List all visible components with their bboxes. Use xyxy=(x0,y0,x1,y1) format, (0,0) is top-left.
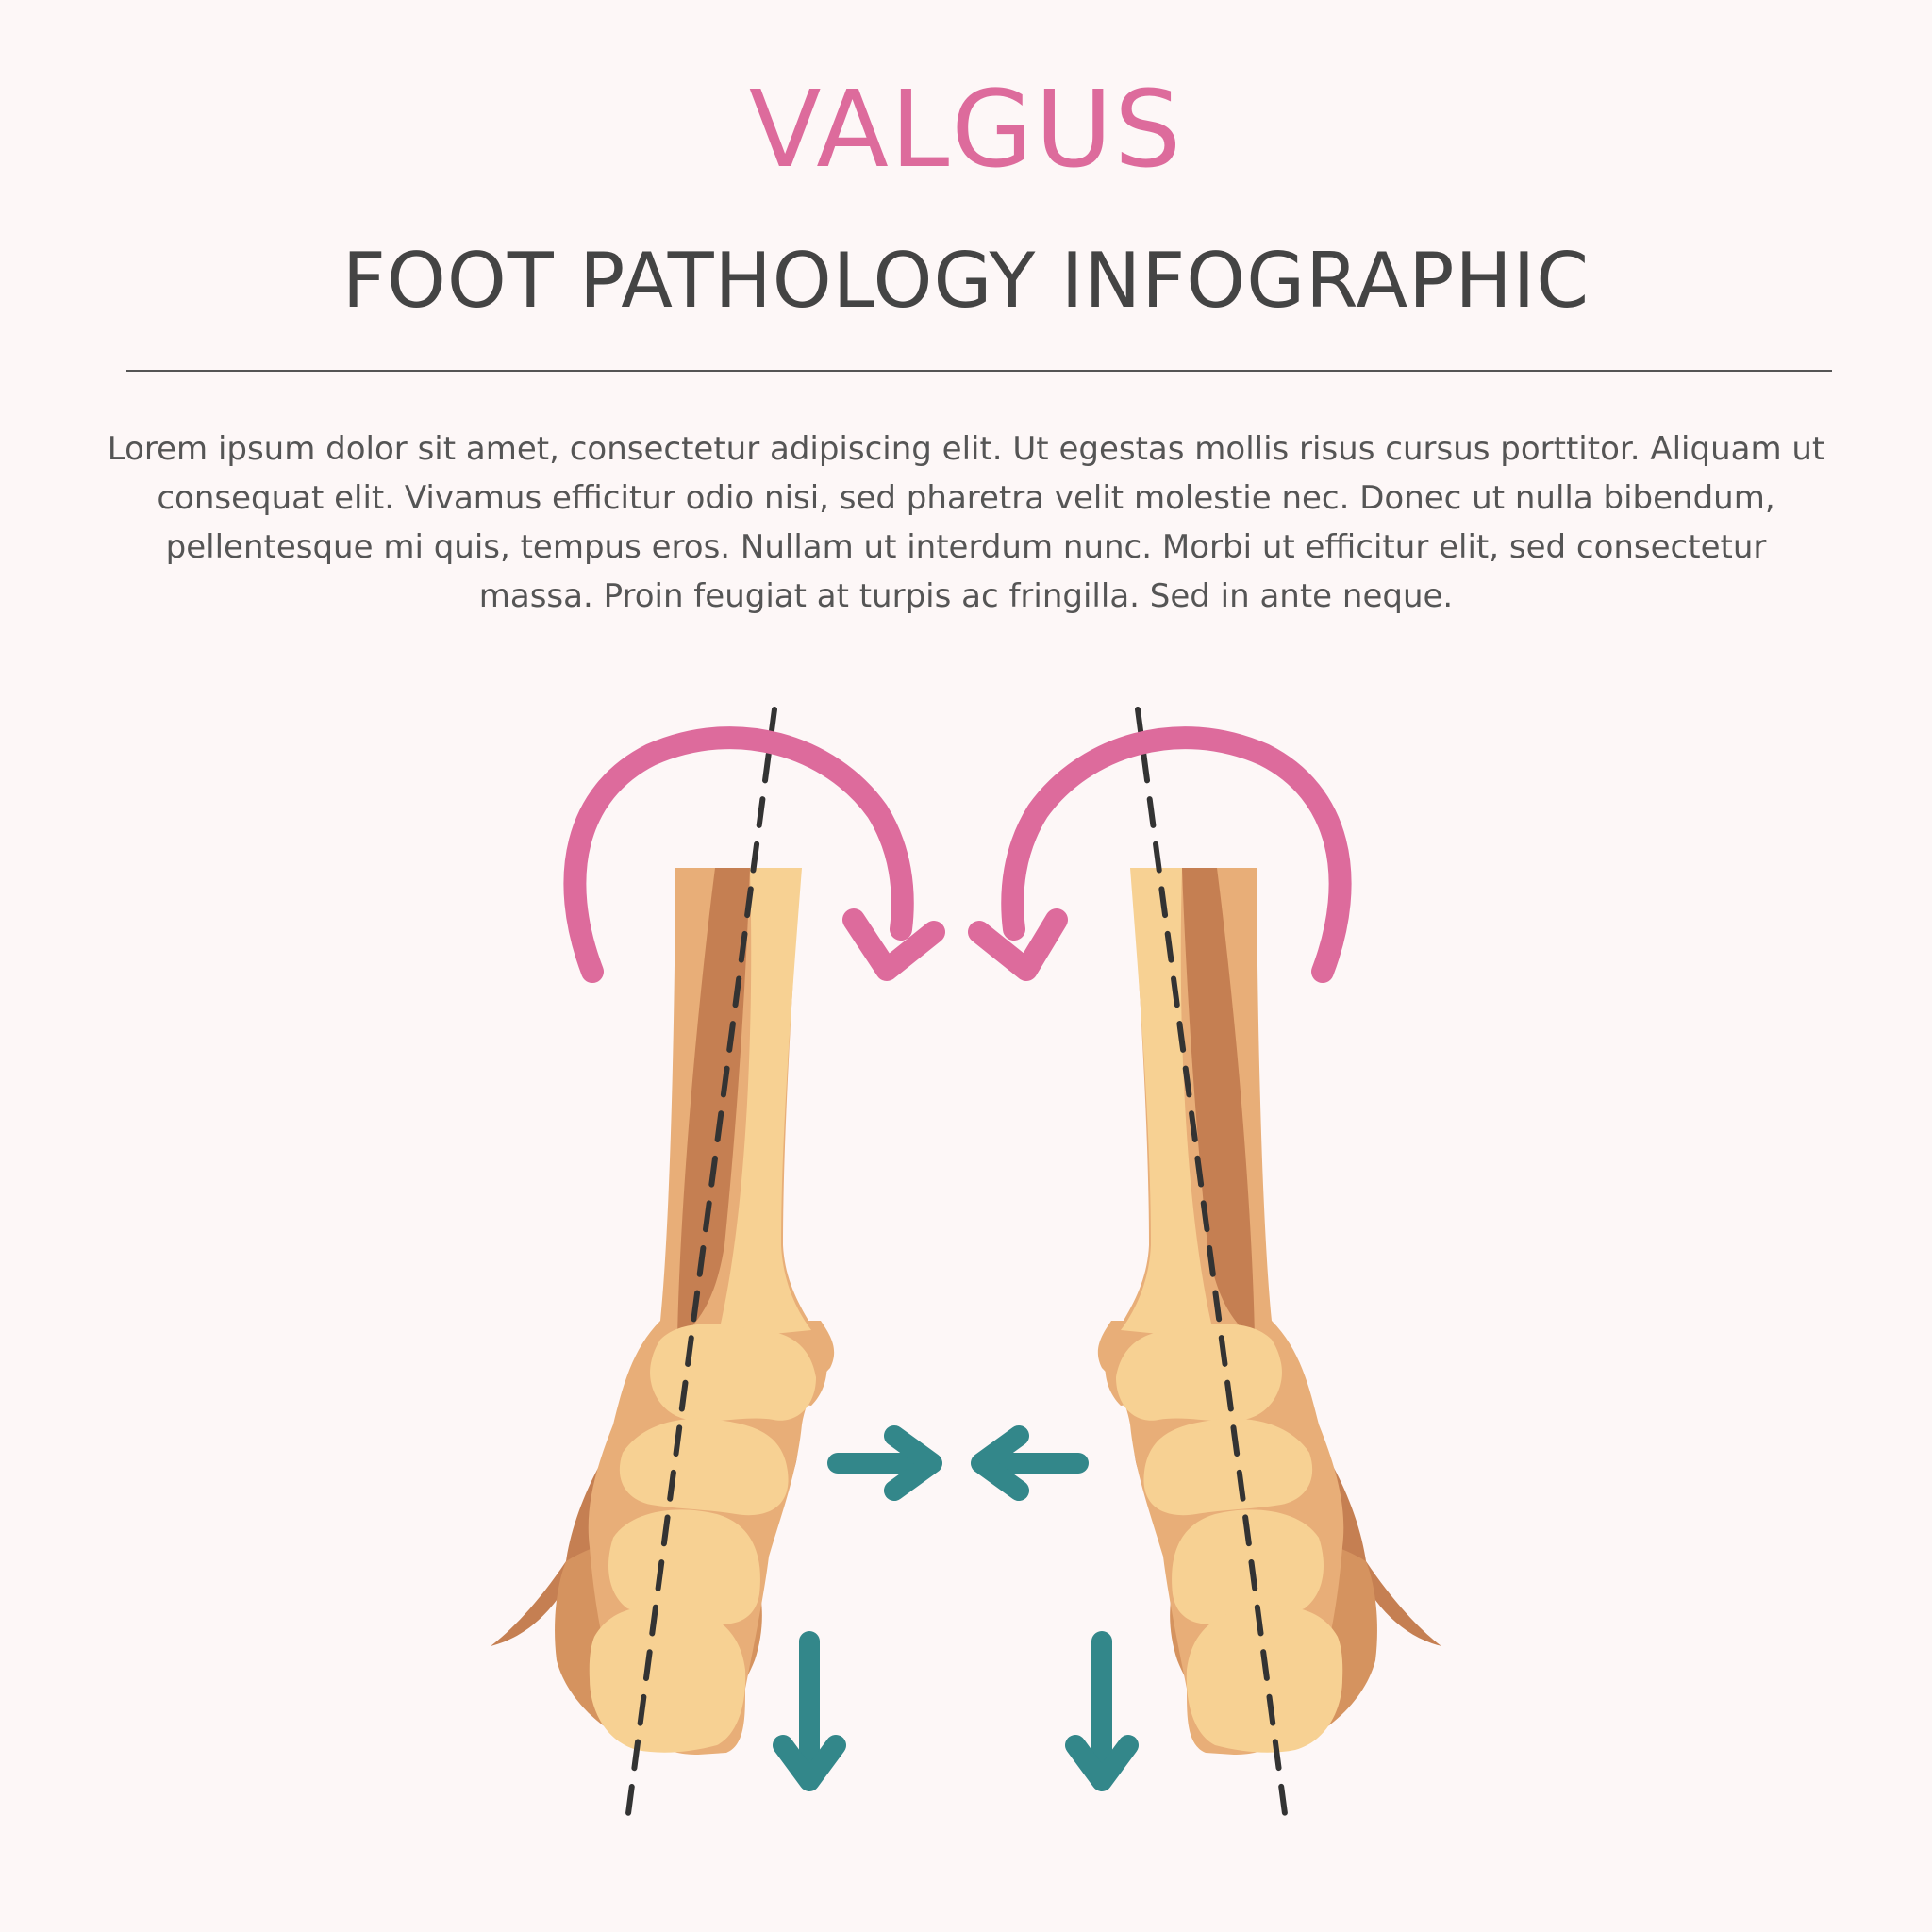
right-rotation-arrow-icon xyxy=(968,726,1352,983)
left-rotation-arrow-icon xyxy=(563,726,945,983)
left-foot xyxy=(491,868,835,1755)
right-tibia-core xyxy=(1121,868,1215,1340)
left-navicular xyxy=(608,1509,760,1624)
left-tibia-stripe xyxy=(677,868,750,1340)
left-axis-line xyxy=(625,707,777,1824)
description-text: Lorem ipsum dolor sit amet, consectetur … xyxy=(107,430,1825,615)
page-subtitle: FOOT PATHOLOGY INFOGRAPHIC xyxy=(341,237,1591,325)
left-down-arrow-icon xyxy=(773,1631,846,1791)
right-axis-line xyxy=(1135,707,1289,1824)
right-navicular xyxy=(1172,1509,1324,1624)
left-inward-arrow-icon xyxy=(827,1425,942,1501)
right-calcaneus xyxy=(1143,1418,1313,1516)
right-talus xyxy=(1116,1324,1282,1422)
left-tibia-core xyxy=(717,868,811,1340)
right-tibia-stripe xyxy=(1182,868,1255,1340)
page-title: VALGUS xyxy=(748,69,1184,192)
header-divider xyxy=(126,370,1832,372)
right-down-arrow-icon xyxy=(1065,1631,1139,1791)
right-inward-arrow-icon xyxy=(971,1425,1089,1501)
left-cuboid xyxy=(589,1606,746,1753)
left-calcaneus xyxy=(619,1418,789,1516)
right-foot xyxy=(1097,868,1441,1755)
